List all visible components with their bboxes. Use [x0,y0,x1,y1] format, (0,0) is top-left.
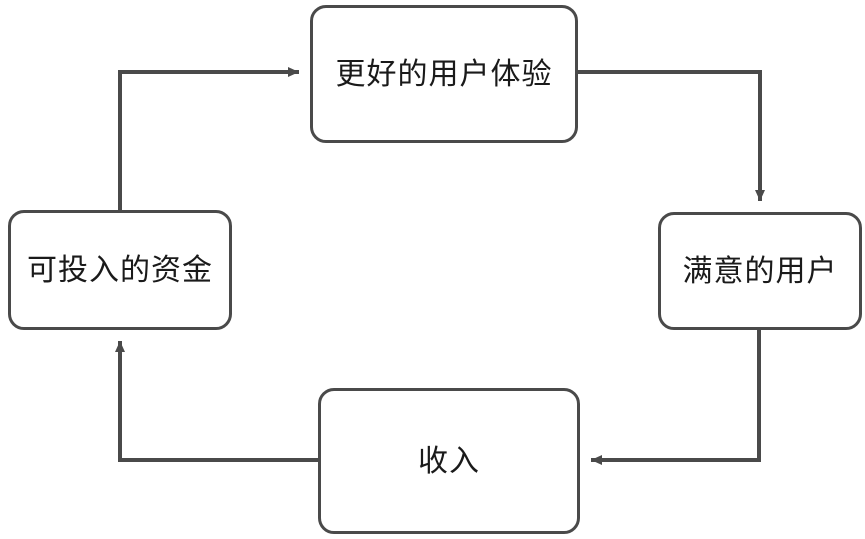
node-label-better-user-experience: 更好的用户体验 [335,56,553,92]
edge-funds-to-better-ux [118,67,299,211]
edge-revenue-to-funds [115,341,319,462]
node-label-revenue: 收入 [418,443,480,479]
edge-better-ux-to-happy-users [577,70,765,201]
node-label-available-funds: 可投入的资金 [27,252,213,288]
edge-happy-users-to-revenue [591,329,761,465]
node-revenue[interactable]: 收入 [318,388,580,534]
node-better-user-experience[interactable]: 更好的用户体验 [310,5,578,143]
node-available-funds[interactable]: 可投入的资金 [8,210,232,330]
node-label-satisfied-users: 满意的用户 [682,253,838,289]
node-satisfied-users[interactable]: 满意的用户 [658,212,862,330]
